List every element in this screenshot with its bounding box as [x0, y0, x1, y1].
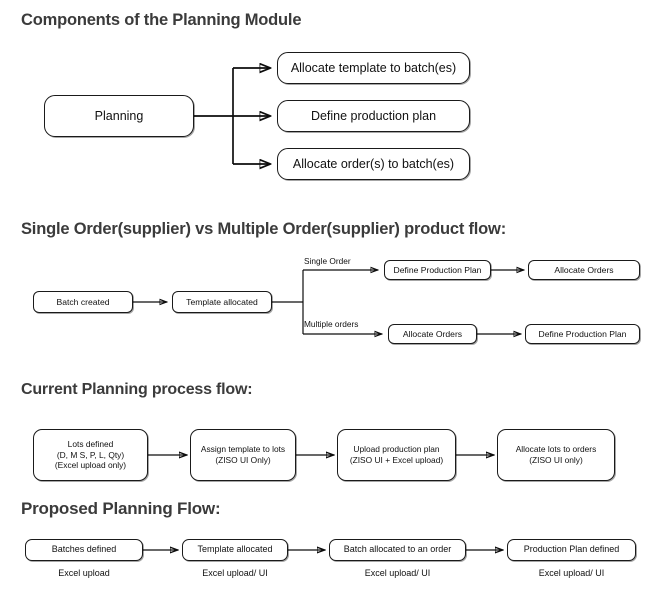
edge-label-multiple-orders: Multiple orders	[304, 319, 359, 329]
node-batch-created[interactable]: Batch created	[33, 291, 133, 313]
caption-batches-defined: Excel upload	[58, 568, 110, 578]
node-lots-defined-line2: (D, M S, P, L, Qty)	[56, 449, 125, 460]
node-define-production-plan-single[interactable]: Define Production Plan	[384, 260, 491, 280]
node-define-production-plan-multiple-label: Define Production Plan	[538, 328, 627, 339]
node-lots-defined[interactable]: Lots defined (D, M S, P, L, Qty) (Excel …	[33, 429, 148, 481]
node-define-production-plan-multiple[interactable]: Define Production Plan	[525, 324, 640, 344]
node-planning-label: Planning	[94, 109, 144, 123]
edge-label-single-order: Single Order	[304, 256, 351, 266]
node-production-plan-defined-label: Production Plan defined	[523, 544, 620, 555]
node-allocate-lots-to-orders-line1: Allocate lots to orders	[515, 444, 597, 455]
node-batch-allocated-to-order-label: Batch allocated to an order	[343, 544, 452, 555]
node-define-production-plan[interactable]: Define production plan	[277, 100, 470, 132]
node-upload-production-plan[interactable]: Upload production plan (ZISO UI + Excel …	[337, 429, 456, 481]
node-allocate-lots-to-orders-line2: (ZISO UI only)	[529, 455, 583, 465]
caption-batch-allocated-to-order: Excel upload/ UI	[364, 568, 431, 578]
node-allocate-orders-multiple[interactable]: Allocate Orders	[388, 324, 477, 344]
node-allocate-orders-to-batches-label: Allocate order(s) to batch(es)	[292, 157, 455, 171]
node-allocate-template-to-batches-label: Allocate template to batch(es)	[290, 61, 457, 75]
node-batch-created-label: Batch created	[56, 296, 110, 307]
node-template-allocated-s2-label: Template allocated	[186, 296, 258, 307]
node-lots-defined-line1: Lots defined	[67, 438, 114, 449]
node-allocate-orders-single[interactable]: Allocate Orders	[528, 260, 640, 280]
node-assign-template-to-lots-line2: (ZISO UI Only)	[215, 455, 271, 465]
node-lots-defined-line3: (Excel upload only)	[54, 460, 127, 471]
node-template-allocated-s2[interactable]: Template allocated	[172, 291, 272, 313]
node-assign-template-to-lots-line1: Assign template to lots	[200, 444, 286, 455]
caption-production-plan-defined: Excel upload/ UI	[538, 568, 605, 578]
node-template-allocated-s4-label: Template allocated	[197, 544, 273, 555]
section-heading-components: Components of the Planning Module	[21, 11, 302, 29]
node-batches-defined-label: Batches defined	[51, 544, 117, 555]
node-allocate-lots-to-orders[interactable]: Allocate lots to orders (ZISO UI only)	[497, 429, 615, 481]
section1-connectors	[194, 68, 270, 164]
node-define-production-plan-label: Define production plan	[310, 109, 437, 123]
node-allocate-orders-single-label: Allocate Orders	[554, 264, 614, 275]
node-upload-production-plan-line1: Upload production plan	[353, 444, 440, 455]
node-template-allocated-s4[interactable]: Template allocated	[182, 539, 288, 561]
section-heading-single-vs-multiple: Single Order(supplier) vs Multiple Order…	[21, 220, 506, 238]
node-batch-allocated-to-order[interactable]: Batch allocated to an order	[329, 539, 466, 561]
section-heading-current-flow: Current Planning process flow:	[21, 381, 253, 398]
section-heading-proposed-flow: Proposed Planning Flow:	[21, 499, 221, 518]
node-allocate-orders-multiple-label: Allocate Orders	[402, 328, 463, 339]
node-production-plan-defined[interactable]: Production Plan defined	[507, 539, 636, 561]
node-planning[interactable]: Planning	[44, 95, 194, 137]
node-batches-defined[interactable]: Batches defined	[25, 539, 143, 561]
node-assign-template-to-lots[interactable]: Assign template to lots (ZISO UI Only)	[190, 429, 296, 481]
node-allocate-orders-to-batches[interactable]: Allocate order(s) to batch(es)	[277, 148, 470, 180]
node-allocate-template-to-batches[interactable]: Allocate template to batch(es)	[277, 52, 470, 84]
node-upload-production-plan-line2: (ZISO UI + Excel upload)	[349, 455, 444, 465]
caption-template-allocated: Excel upload/ UI	[202, 568, 268, 578]
node-define-production-plan-single-label: Define Production Plan	[393, 264, 482, 275]
